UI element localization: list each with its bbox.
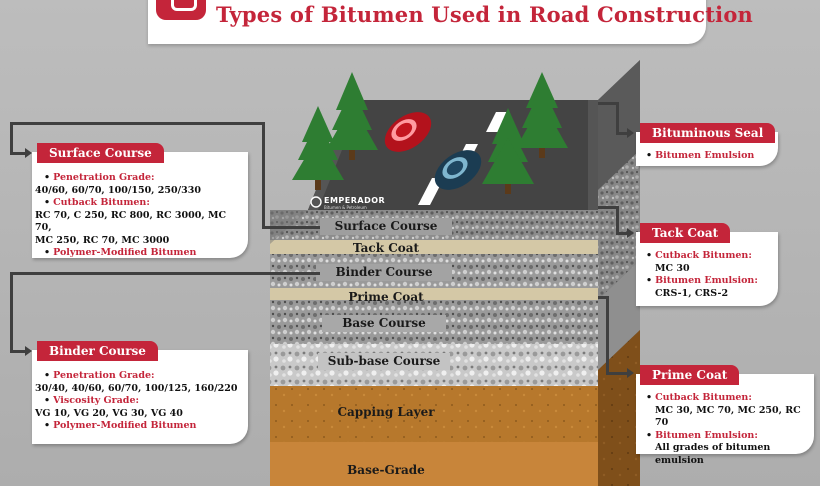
connector-line [616, 206, 619, 234]
brand-name: EMPERADOR [324, 196, 386, 205]
callout-title: Binder Course [37, 341, 158, 361]
callout-item-label: Cutback Bitumen: [655, 250, 752, 261]
tree-icon [482, 108, 534, 194]
layer-capping-layer: Capping Layer [337, 405, 435, 419]
callout-prime-coat: Prime Coat Cutback Bitumen: MC 30, MC 70… [636, 365, 814, 466]
connector-line [606, 296, 609, 374]
connector-line [10, 152, 26, 155]
callout-surface-course: Surface Course Penetration Grade: 40/60,… [32, 143, 248, 258]
callout-item-values: 40/60, 60/70, 100/150, 250/330 [35, 184, 201, 196]
callout-item-label: Polymer-Modified Bitumen [53, 420, 197, 431]
layer-label-bg [316, 264, 452, 281]
callout-item-values: MC 250, RC 70, MC 3000 [35, 234, 170, 246]
callout-bituminous-seal: Bituminous Seal Bitumen Emulsion [636, 123, 778, 166]
layer-surface-course: Surface Course [334, 219, 438, 233]
callout-binder-course: Binder Course Penetration Grade: 30/40, … [32, 341, 248, 444]
callout-item-label: Viscosity Grade: [53, 395, 140, 406]
callout-item-values: CRS-1, CRS-2 [655, 287, 729, 299]
connector-line [598, 206, 618, 209]
callout-item-values: MC 30, MC 70, MC 250, RC 70 [655, 404, 801, 429]
layer-tack-coat: Tack Coat [352, 241, 420, 255]
connector-line [606, 372, 628, 375]
arrow-right-icon [627, 368, 634, 378]
callout-item-label: Bitumen Emulsion: [655, 275, 758, 286]
connector-line [616, 102, 619, 134]
callout-item-values: All grades of bitumen emulsion [655, 442, 771, 466]
layer-label-bg [318, 353, 450, 370]
layer-binder-course: Binder Course [335, 265, 433, 279]
brand-logo-icon [156, 0, 206, 20]
callout-item-label: Polymer-Modified Bitumen [53, 247, 197, 258]
arrow-right-icon [25, 148, 32, 158]
tree-icon [326, 72, 378, 160]
connector-line [10, 122, 264, 125]
callout-item-values: RC 70, C 250, RC 800, RC 3000, MC 70, [35, 209, 227, 234]
callout-item-values: VG 10, VG 20, VG 30, VG 40 [35, 407, 183, 419]
connector-line [10, 272, 13, 352]
callout-item-label: Penetration Grade: [53, 370, 155, 381]
layer-label-bg [322, 315, 446, 332]
arrow-right-icon [627, 228, 634, 238]
connector-line [10, 350, 26, 353]
connector-line [10, 272, 320, 275]
page-title: Types of Bitumen Used in Road Constructi… [216, 2, 753, 27]
connector-line [616, 132, 628, 135]
callout-tack-coat: Tack Coat Cutback Bitumen: MC 30 Bitumen… [636, 223, 778, 306]
blue-car-icon [434, 150, 482, 190]
callout-item-label: Bitumen Emulsion: [655, 429, 758, 441]
callout-title: Prime Coat [640, 365, 740, 385]
connector-line [262, 122, 265, 228]
red-car-icon [384, 112, 432, 152]
callout-item-label: Cutback Bitumen: [53, 197, 150, 208]
callout-item-label: Cutback Bitumen: [655, 392, 752, 403]
layer-base-course: Base Course [342, 316, 426, 330]
layer-base-grade: Base-Grade [347, 463, 425, 477]
connector-line [598, 102, 618, 105]
callout-item-label: Penetration Grade: [53, 172, 155, 183]
connector-line [616, 232, 628, 235]
layer-prime-coat: Prime Coat [348, 290, 424, 304]
callout-item-values: 30/40, 40/60, 60/70, 100/125, 160/220 [35, 382, 238, 394]
connector-line [598, 296, 608, 299]
layer-label-bg [320, 218, 452, 235]
callout-item-values: MC 30 [655, 262, 690, 274]
tree-icon [516, 72, 568, 158]
callout-title: Bituminous Seal [640, 123, 776, 143]
arrow-right-icon [25, 346, 32, 356]
connector-line [262, 226, 320, 229]
title-banner: Types of Bitumen Used in Road Constructi… [148, 0, 753, 44]
brand-tagline: Bitumen & Petroleum [324, 205, 367, 210]
connector-line [10, 122, 13, 154]
callout-item-label: Bitumen Emulsion [655, 150, 755, 161]
layer-subbase-course: Sub-base Course [327, 354, 441, 368]
callout-title: Tack Coat [640, 223, 731, 243]
tree-icon [292, 106, 344, 190]
callout-title: Surface Course [37, 143, 164, 163]
arrow-right-icon [627, 128, 634, 138]
